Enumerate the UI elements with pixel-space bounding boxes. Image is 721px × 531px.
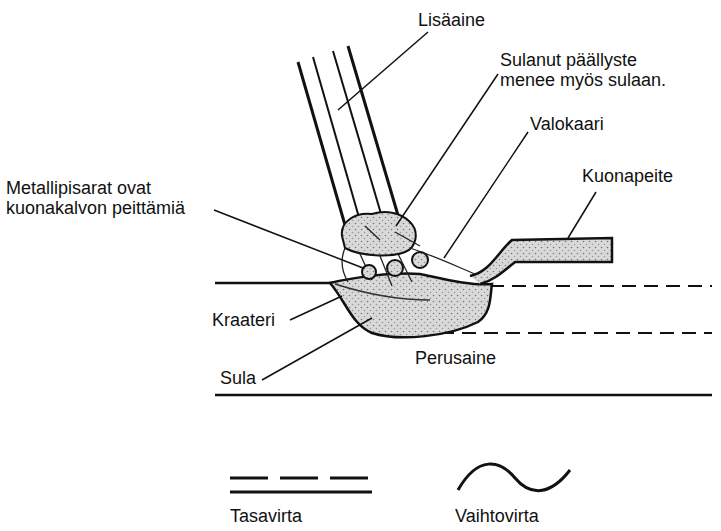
molten-tip	[342, 212, 416, 255]
part-label: Lisäaine	[418, 10, 538, 30]
legend-sample-ac	[458, 464, 570, 491]
part-label: Perusaine	[415, 348, 535, 368]
electrode	[298, 46, 400, 232]
crater-rim	[335, 284, 430, 300]
legend-label: Vaihtovirta	[455, 506, 605, 526]
slag-cover	[470, 238, 612, 284]
part-label: Valokaari	[530, 114, 670, 134]
part-label: Sula	[220, 368, 270, 388]
legend-sample-dc	[230, 478, 372, 492]
part-label: Sulanut päällyste menee myös sulaan.	[500, 50, 680, 90]
arc	[342, 226, 475, 286]
part-label: Kraateri	[212, 310, 292, 330]
legend-label: Tasavirta	[230, 506, 370, 526]
part-label: Metallipisarat ovat kuonakalvon peittämi…	[6, 178, 211, 218]
metal-droplets	[362, 252, 428, 279]
part-label: Kuonapeite	[582, 166, 712, 186]
